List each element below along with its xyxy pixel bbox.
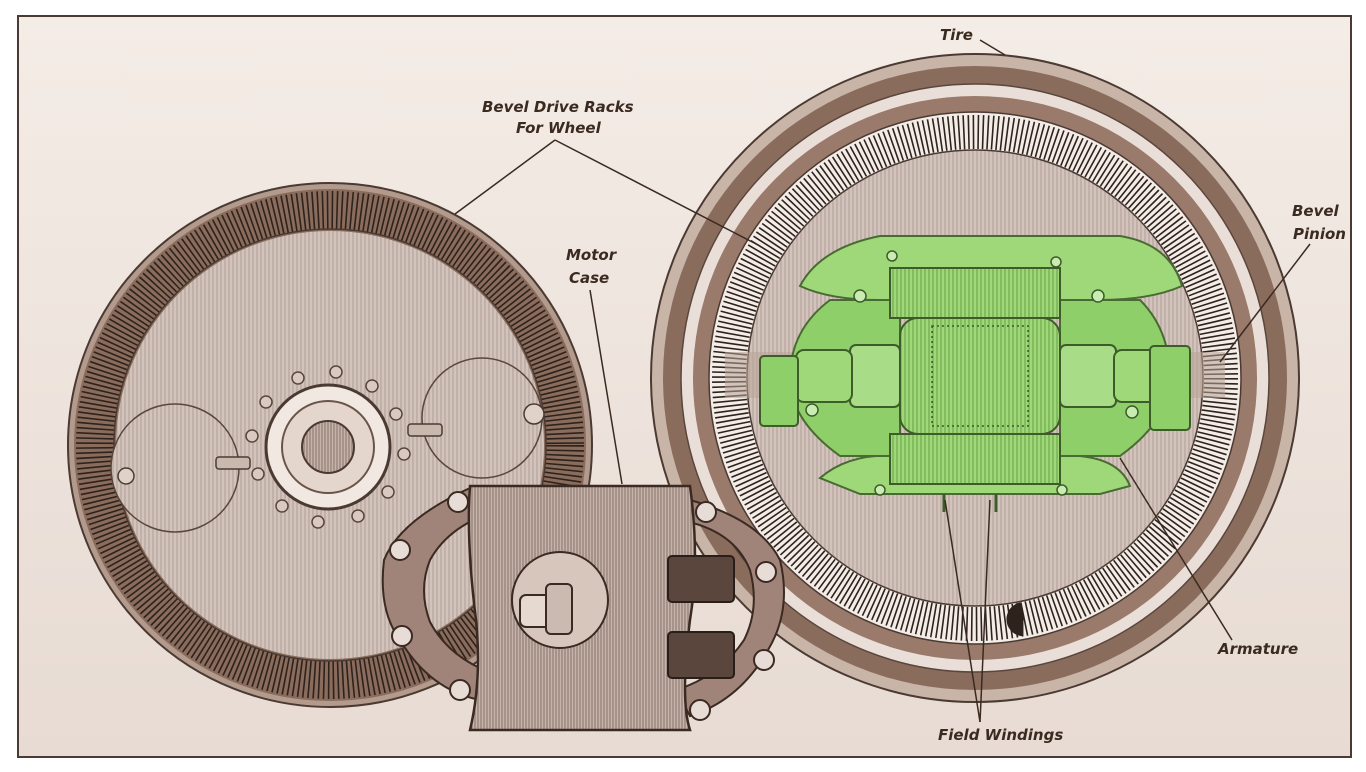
motor-assembly xyxy=(759,235,1191,512)
left-wheel xyxy=(67,182,593,708)
label-motor-case-line2: Case xyxy=(569,269,609,287)
field-winding-bottom xyxy=(889,433,1061,485)
label-motor-case-line1: Motor xyxy=(566,246,618,264)
label-tire: Tire xyxy=(940,26,973,44)
motor-case xyxy=(381,484,785,732)
left-wheel-bevel-rack xyxy=(76,191,584,699)
label-armature: Armature xyxy=(1217,640,1298,658)
label-bevel-drive-racks-line1: Bevel Drive Racks xyxy=(482,98,634,116)
field-winding-top xyxy=(889,267,1061,319)
label-bevel-pinion-line1: Bevel xyxy=(1292,202,1340,220)
leader-lines xyxy=(454,39,1311,723)
bevel-pinion-right xyxy=(1149,345,1191,431)
bevel-pinion-left xyxy=(759,355,799,427)
label-bevel-pinion-line2: Pinion xyxy=(1293,225,1346,243)
armature xyxy=(899,317,1061,435)
label-bevel-drive-racks-line2: For Wheel xyxy=(516,119,602,137)
label-field-windings: Field Windings xyxy=(938,726,1063,744)
